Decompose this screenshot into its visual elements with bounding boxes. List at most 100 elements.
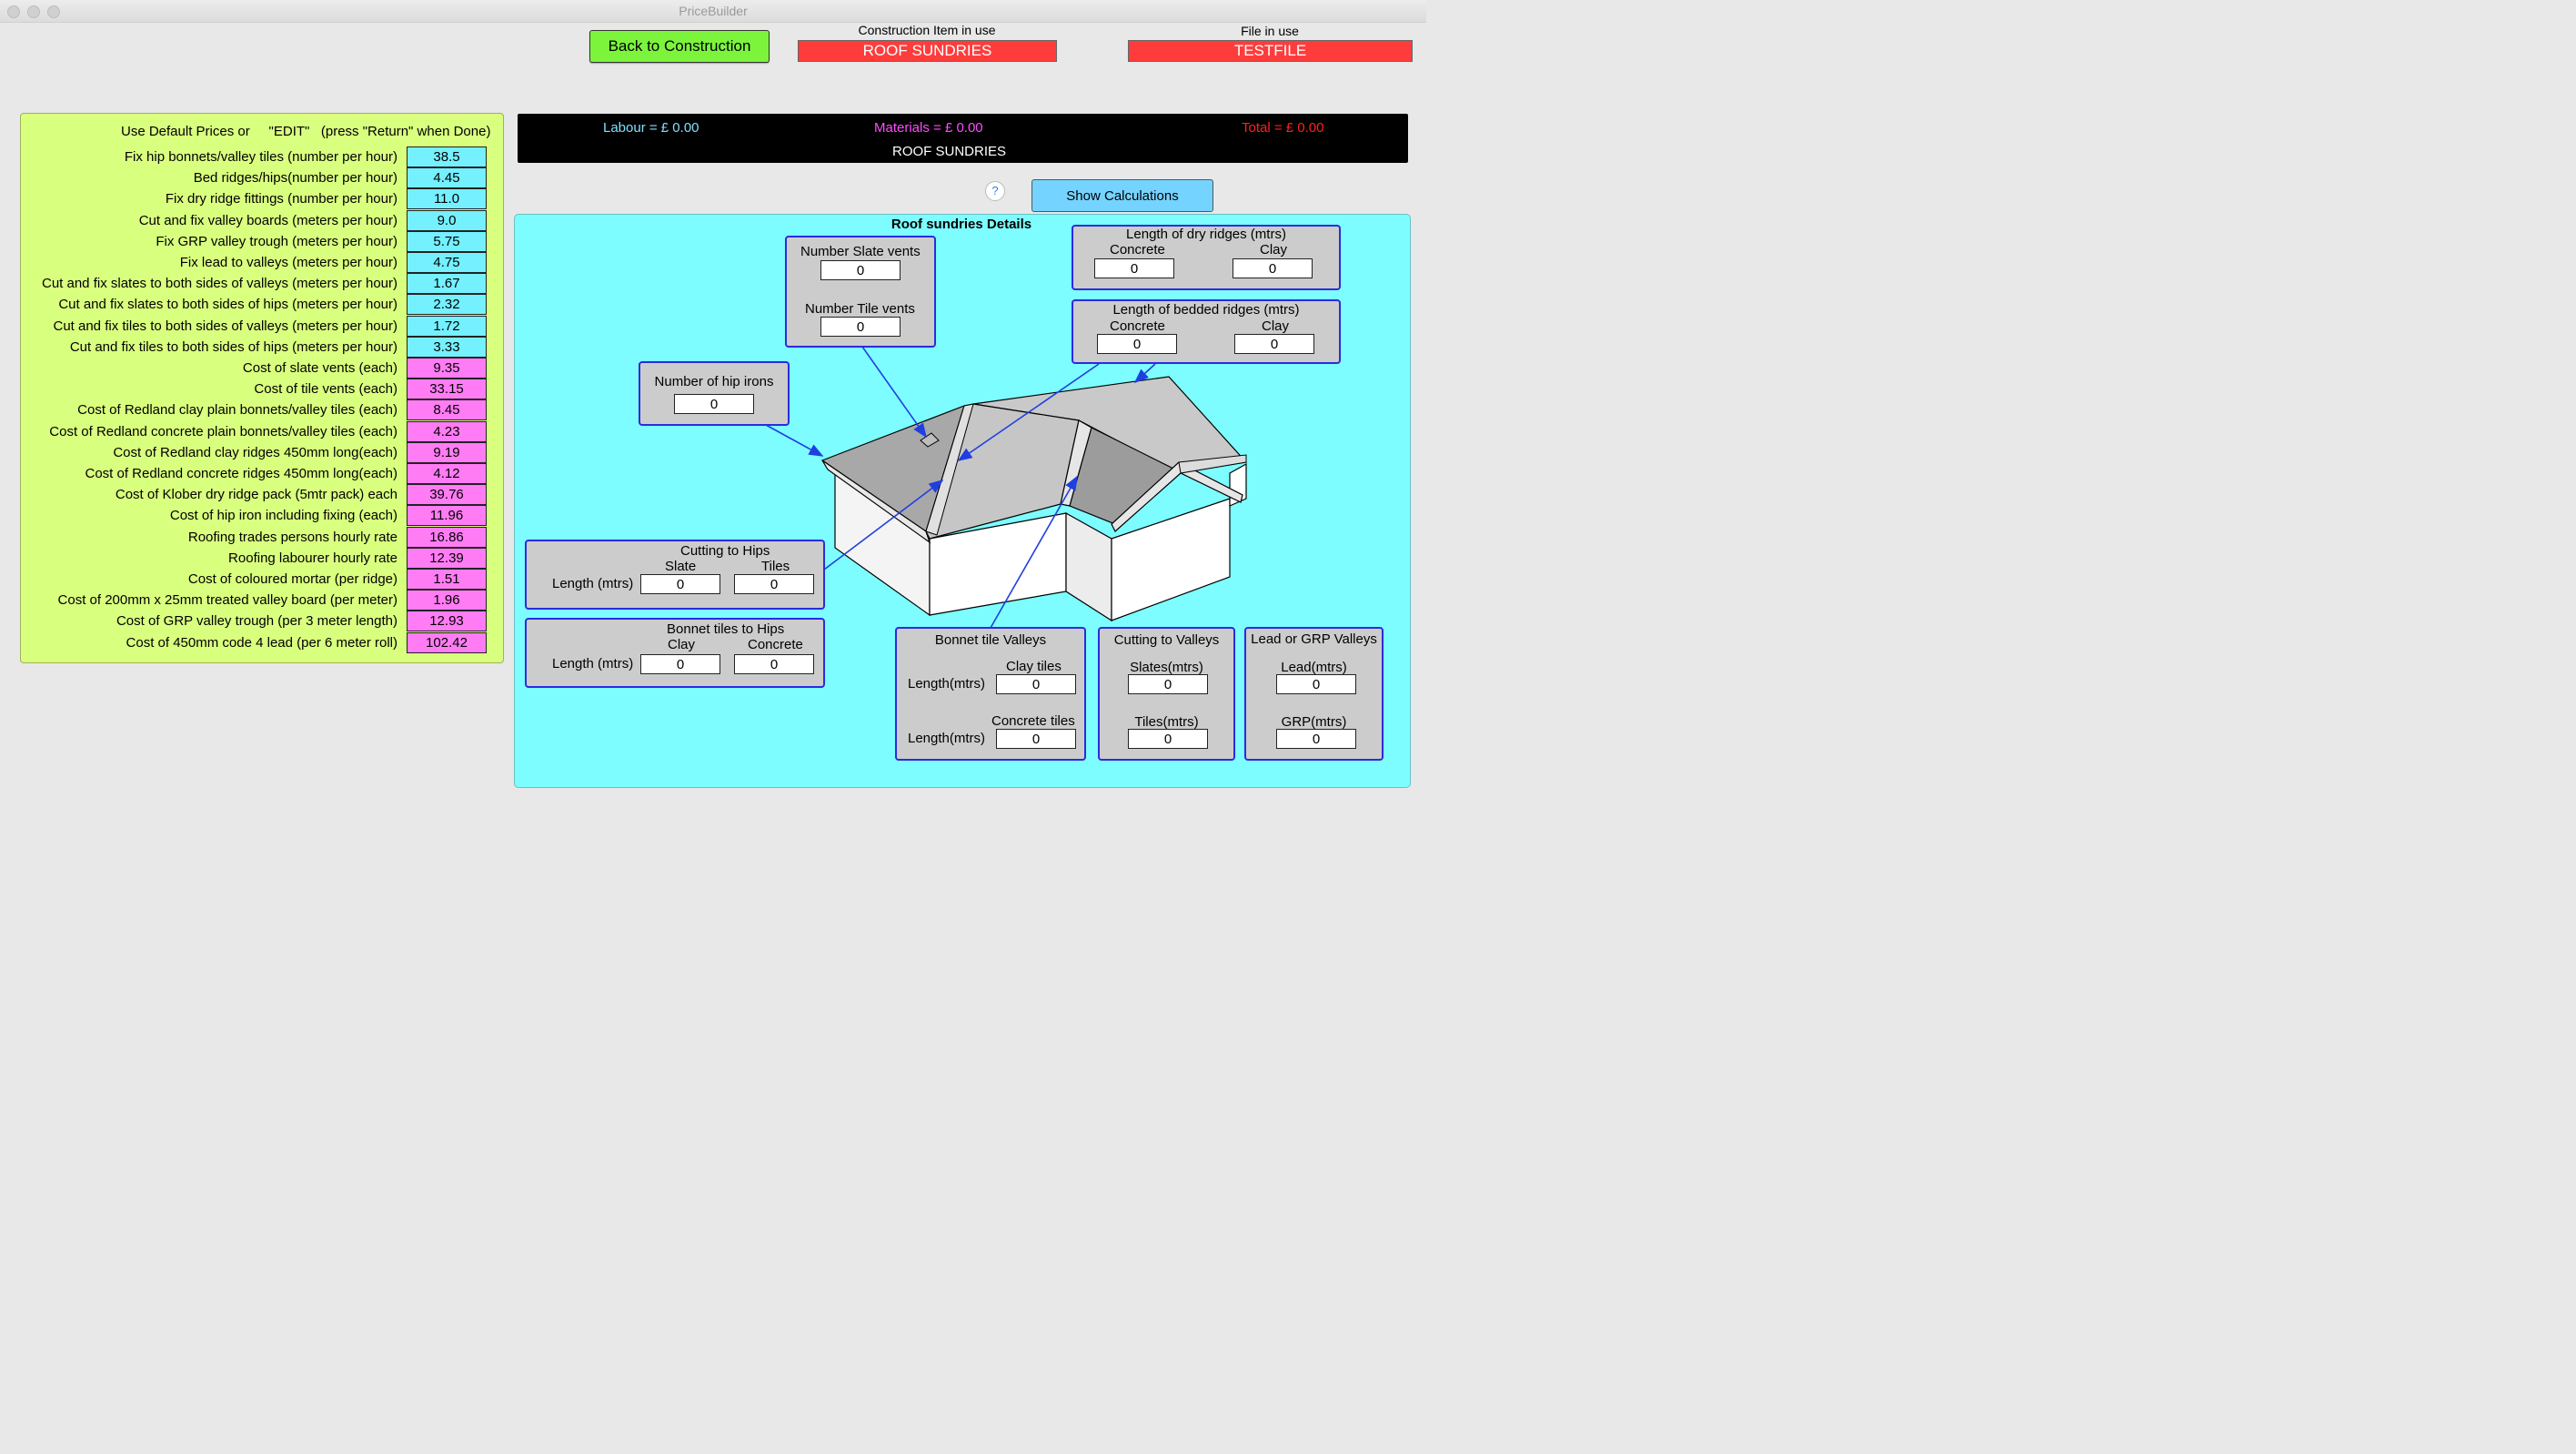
cutting-hips-tiles-input[interactable]: 0 (734, 574, 814, 594)
price-row: Fix dry ridge fittings (number per hour)… (21, 188, 503, 210)
price-row: Cost of Redland clay ridges 450mm long(e… (21, 441, 503, 463)
price-row: Cost of 200mm x 25mm treated valley boar… (21, 590, 503, 611)
dry-ridges-concrete-input[interactable]: 0 (1094, 258, 1174, 278)
price-row: Cost of GRP valley trough (per 3 meter l… (21, 611, 503, 632)
close-window-button[interactable] (7, 5, 20, 18)
price-label: Cost of Redland clay plain bonnets/valle… (77, 402, 397, 419)
price-value-input[interactable]: 2.32 (407, 294, 487, 316)
tile-vents-input[interactable]: 0 (820, 317, 901, 337)
price-label: Cut and fix slates to both sides of hips… (58, 297, 397, 313)
hip-irons-input[interactable]: 0 (674, 394, 754, 414)
price-label: Roofing trades persons hourly rate (187, 529, 397, 545)
price-value-input[interactable]: 9.0 (407, 209, 487, 231)
window-title: PriceBuilder (679, 4, 748, 18)
price-value-input[interactable]: 9.35 (407, 358, 487, 379)
bonnet-hips-title: Bonnet tiles to Hips (667, 621, 785, 637)
dry-ridges-clay-label: Clay (1260, 242, 1288, 257)
bedded-ridges-title: Length of bedded ridges (mtrs) (1112, 302, 1300, 318)
price-value-input[interactable]: 33.15 (407, 379, 487, 400)
dry-ridges-clay-input[interactable]: 0 (1233, 258, 1313, 278)
help-icon[interactable]: ? (985, 181, 1005, 201)
price-value-input[interactable]: 4.12 (407, 463, 487, 484)
price-label: Fix dry ridge fittings (number per hour) (165, 191, 397, 207)
cutting-valleys-tiles-input[interactable]: 0 (1128, 729, 1208, 749)
price-value-input[interactable]: 3.33 (407, 336, 487, 358)
bedded-ridges-clay-input[interactable]: 0 (1234, 334, 1314, 354)
price-value-input[interactable]: 1.72 (407, 315, 487, 337)
price-value-input[interactable]: 12.39 (407, 547, 487, 569)
price-value-input[interactable]: 11.0 (407, 188, 487, 210)
price-value-input[interactable]: 39.76 (407, 484, 487, 506)
price-label: Cost of Redland clay ridges 450mm long(e… (113, 444, 397, 460)
price-label: Cost of slate vents (each) (242, 360, 397, 376)
cutting-hips-box: Cutting to Hips Slate Tiles Length (mtrs… (525, 540, 825, 610)
price-row: Cut and fix slates to both sides of hips… (21, 294, 503, 316)
bonnet-valleys-concrete-input[interactable]: 0 (996, 729, 1076, 749)
window-titlebar (0, 0, 1426, 23)
price-value-input[interactable]: 5.75 (407, 230, 487, 252)
price-value-input[interactable]: 9.19 (407, 441, 487, 463)
wall-wing-front (1111, 498, 1231, 621)
prices-header: Use Default Prices or "EDIT" (press "Ret… (121, 124, 491, 139)
price-value-input[interactable]: 12.93 (407, 611, 487, 632)
price-label: Cost of 450mm code 4 lead (per 6 meter r… (126, 634, 397, 651)
zoom-window-button[interactable] (47, 5, 60, 18)
price-label: Cost of Klober dry ridge pack (5mtr pack… (115, 487, 397, 503)
cutting-hips-slate-input[interactable]: 0 (640, 574, 720, 594)
price-value-input[interactable]: 11.96 (407, 505, 487, 527)
minimize-window-button[interactable] (27, 5, 40, 18)
price-value-input[interactable]: 102.42 (407, 631, 487, 653)
lead-grp-valleys-box: Lead or GRP Valleys Lead(mtrs) 0 GRP(mtr… (1244, 627, 1384, 761)
price-value-input[interactable]: 1.51 (407, 569, 487, 590)
price-row: Cost of slate vents (each) 9.35 (21, 358, 503, 379)
price-label: Cost of GRP valley trough (per 3 meter l… (116, 613, 397, 630)
bedded-ridges-concrete-input[interactable]: 0 (1097, 334, 1177, 354)
price-value-input[interactable]: 8.45 (407, 399, 487, 421)
hip-irons-label: Number of hip irons (654, 374, 774, 389)
price-value-input[interactable]: 4.75 (407, 252, 487, 273)
cutting-hips-tiles-label: Tiles (761, 559, 790, 574)
cutting-hips-title: Cutting to Hips (680, 543, 770, 559)
bonnet-hips-concrete-label: Concrete (748, 637, 803, 652)
bonnet-hips-box: Bonnet tiles to Hips Clay Concrete Lengt… (525, 618, 825, 688)
price-label: Cut and fix tiles to both sides of hips … (69, 338, 397, 355)
bonnet-valleys-title: Bonnet tile Valleys (934, 632, 1047, 648)
vents-box: Number Slate vents 0 Number Tile vents 0 (785, 236, 936, 348)
price-row: Cost of hip iron including fixing (each)… (21, 505, 503, 527)
bonnet-hips-concrete-input[interactable]: 0 (734, 654, 814, 674)
lead-label: Lead(mtrs) (1281, 660, 1347, 675)
bonnet-valleys-box: Bonnet tile Valleys Clay tiles Length(mt… (895, 627, 1086, 761)
cutting-valleys-tiles-label: Tiles(mtrs) (1134, 714, 1199, 730)
price-value-input[interactable]: 4.23 (407, 420, 487, 442)
price-value-input[interactable]: 38.5 (407, 146, 487, 167)
slate-vents-input[interactable]: 0 (820, 260, 901, 280)
price-row: Cut and fix tiles to both sides of valle… (21, 315, 503, 337)
price-value-input[interactable]: 4.45 (407, 167, 487, 189)
bonnet-valleys-clay-length-label: Length(mtrs) (908, 676, 986, 692)
back-to-construction-button[interactable]: Back to Construction (589, 30, 770, 63)
grand-total: Total = £ 0.00 (1242, 120, 1324, 136)
show-calculations-button[interactable]: Show Calculations (1031, 179, 1213, 212)
bonnet-valleys-concrete-length-label: Length(mtrs) (908, 731, 986, 746)
price-row: Roofing trades persons hourly rate 16.86 (21, 526, 503, 548)
default-prices-panel: Use Default Prices or "EDIT" (press "Ret… (20, 113, 504, 663)
bonnet-hips-clay-input[interactable]: 0 (640, 654, 720, 674)
cutting-valleys-slates-input[interactable]: 0 (1128, 674, 1208, 694)
price-value-input[interactable]: 1.67 (407, 273, 487, 295)
grp-input[interactable]: 0 (1276, 729, 1356, 749)
lead-grp-title: Lead or GRP Valleys (1251, 631, 1377, 647)
price-value-input[interactable]: 16.86 (407, 526, 487, 548)
price-row: Cut and fix valley boards (meters per ho… (21, 209, 503, 231)
bonnet-valleys-concrete-label: Concrete tiles (991, 713, 1075, 729)
price-label: Bed ridges/hips(number per hour) (193, 170, 397, 187)
cutting-valleys-title: Cutting to Valleys (1113, 632, 1220, 648)
price-row: Fix lead to valleys (meters per hour)4.7… (21, 252, 503, 273)
bonnet-valleys-clay-input[interactable]: 0 (996, 674, 1076, 694)
hip-irons-box: Number of hip irons 0 (639, 361, 790, 426)
construction-item-label: Construction Item in use (858, 23, 996, 37)
price-row: Cut and fix slates to both sides of vall… (21, 273, 503, 295)
bedded-ridges-clay-label: Clay (1262, 318, 1290, 334)
bonnet-hips-clay-label: Clay (668, 637, 696, 652)
price-value-input[interactable]: 1.96 (407, 590, 487, 611)
lead-input[interactable]: 0 (1276, 674, 1356, 694)
